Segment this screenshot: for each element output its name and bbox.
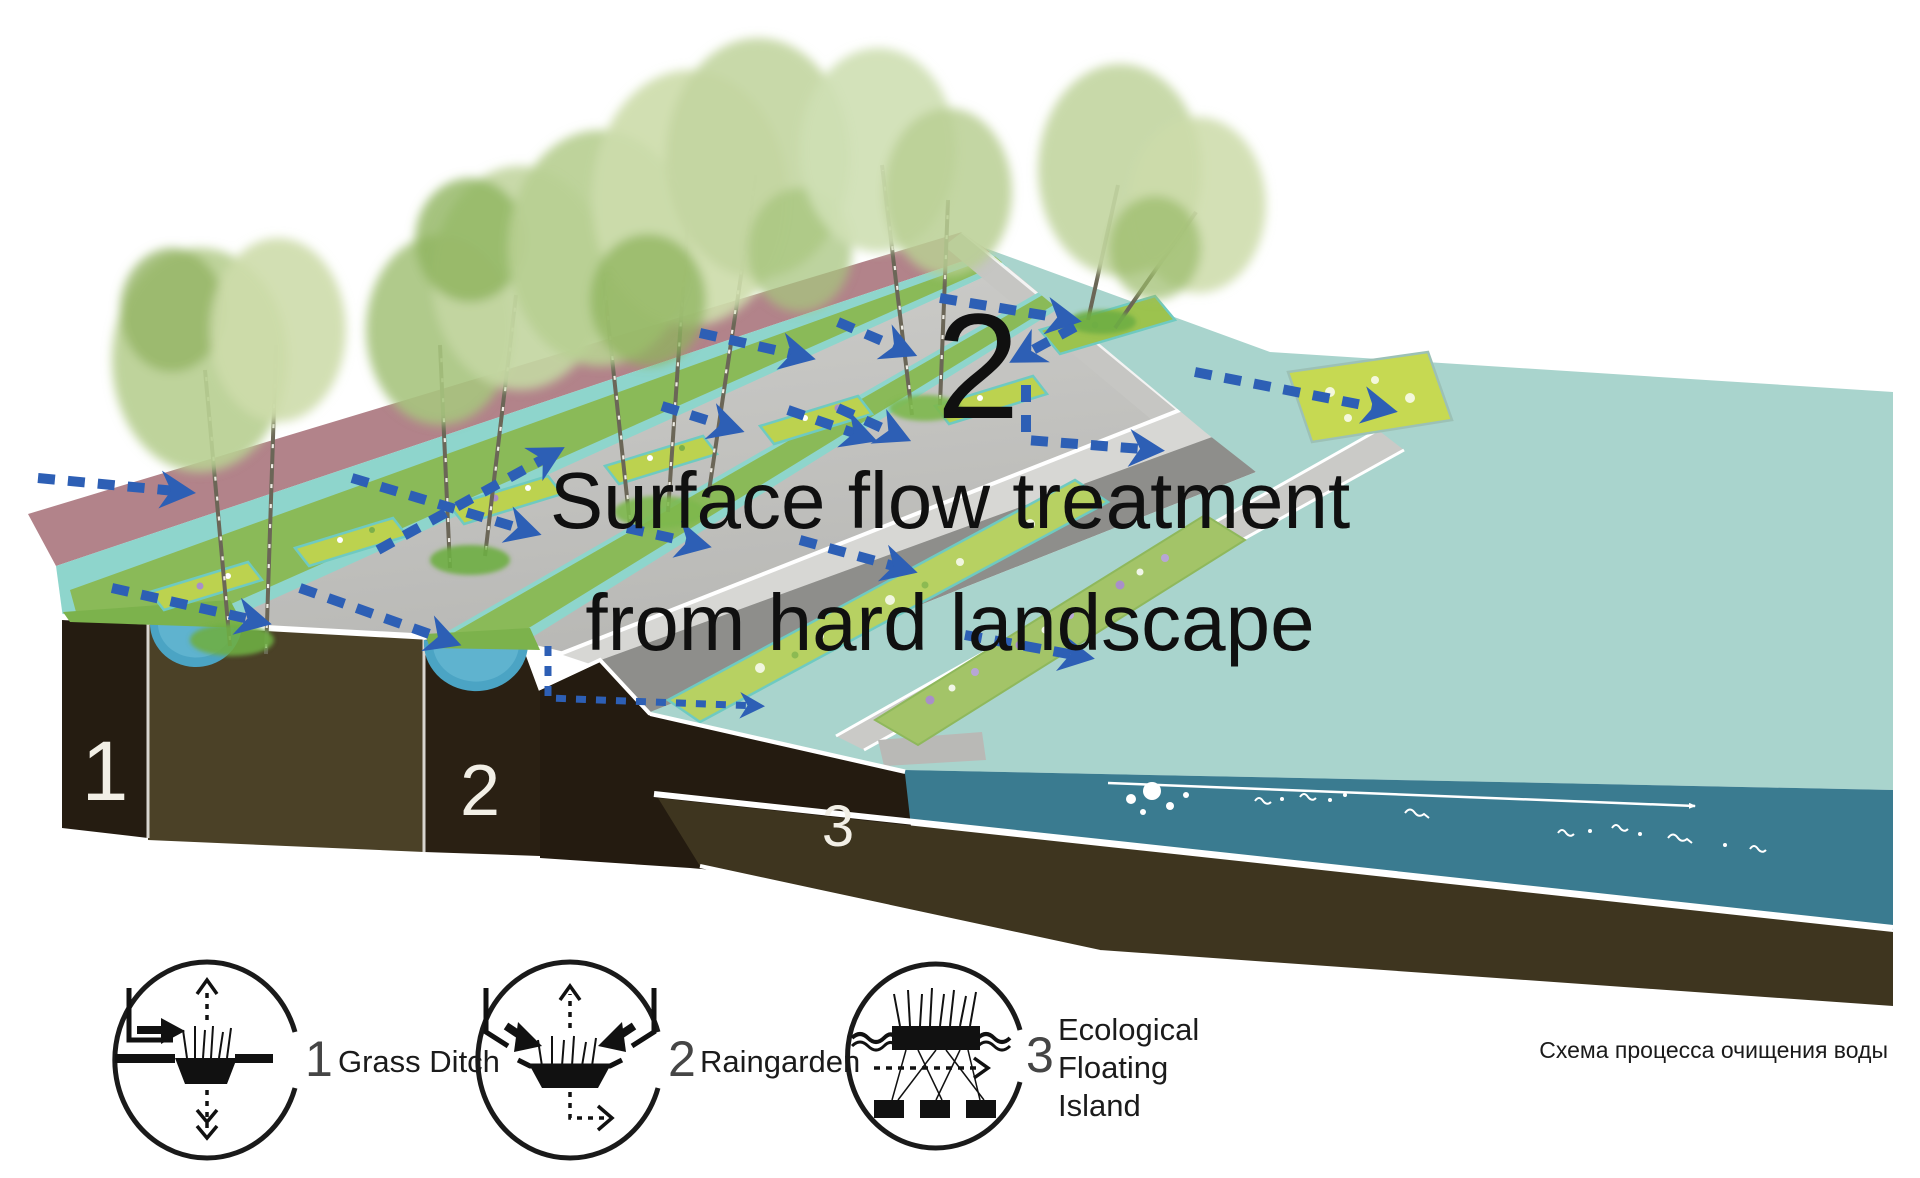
promenade-top — [560, 408, 1215, 664]
legend-label-raingarden: Raingarden — [700, 1044, 860, 1079]
water — [640, 248, 1893, 930]
road-strip — [28, 232, 990, 566]
ecological-floating-island — [873, 513, 1247, 766]
title-line-1: Surface flow treatment — [550, 456, 1350, 545]
flow-arrows — [37, 293, 1398, 719]
legend-number-2: 2 — [668, 1031, 696, 1087]
legend-item-grass-ditch: 1 Grass Ditch — [112, 959, 500, 1161]
trees — [112, 38, 1266, 656]
legend-label-floating: Floating — [1058, 1050, 1168, 1085]
soil-cross-section: 1 2 3 — [61, 600, 1894, 1010]
title-block: 2 Surface flow treatment from hard lands… — [550, 282, 1350, 667]
soil-block-2 — [424, 637, 540, 856]
legend-number-1: 1 — [305, 1031, 333, 1087]
tree-foliage — [112, 38, 1266, 472]
raingarden-icon — [483, 982, 657, 1132]
legend-label-island: Island — [1058, 1088, 1141, 1123]
legend-label-grass-ditch: Grass Ditch — [338, 1044, 500, 1079]
caption-russian: Схема процесса очищения воды — [1539, 1037, 1888, 1063]
section-label-2: 2 — [460, 751, 500, 831]
section-label-1: 1 — [82, 724, 129, 818]
legend-label-ecological: Ecological — [1058, 1012, 1199, 1047]
legend-item-ecological-floating-island: 3 Ecological Floating Island — [845, 961, 1199, 1151]
grass-ditch-icon — [115, 976, 273, 1141]
floating-wetland-strip — [665, 478, 1111, 724]
soil-band-right — [658, 798, 1893, 1008]
pavement — [63, 266, 1248, 714]
title-number: 2 — [936, 282, 1019, 450]
legend-item-raingarden: 2 Raingarden — [475, 959, 860, 1161]
title-line-2: from hard landscape — [585, 578, 1314, 667]
legend: 1 Grass Ditch — [112, 959, 1199, 1161]
fish-icon — [1254, 793, 1767, 853]
ecological-floating-island-icon — [850, 987, 1012, 1118]
soil-block-1 — [62, 618, 148, 838]
legend-number-3: 3 — [1026, 1027, 1054, 1083]
water-deep-band — [640, 716, 1893, 930]
underwater-flow — [1107, 781, 1767, 853]
section-label-3: 3 — [822, 794, 854, 859]
